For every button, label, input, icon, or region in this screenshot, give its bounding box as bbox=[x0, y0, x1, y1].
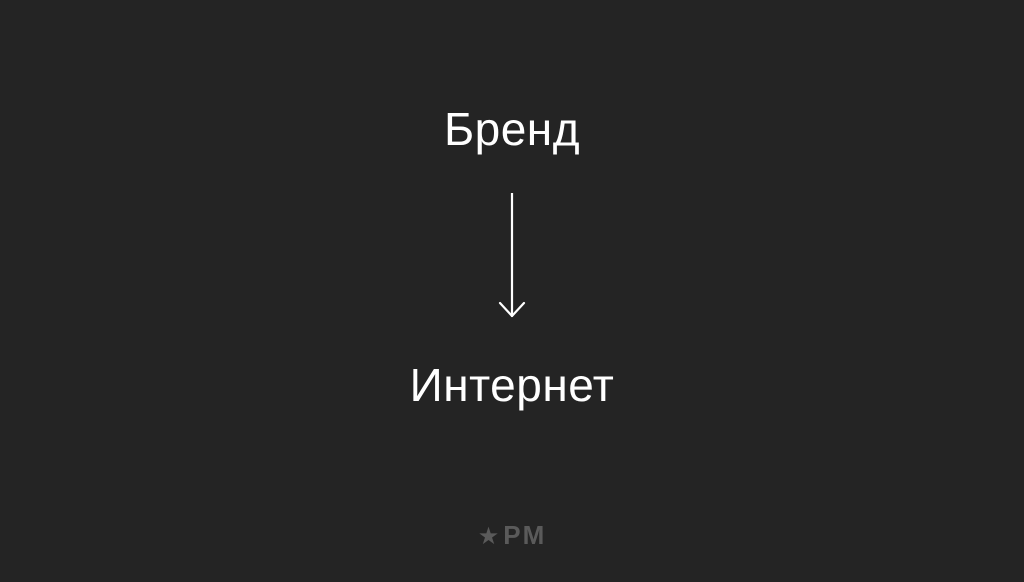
logo-text: PM bbox=[503, 520, 547, 550]
star-icon: ★ bbox=[477, 523, 502, 550]
bottom-term: Интернет bbox=[409, 359, 615, 411]
arrow-down-icon bbox=[498, 193, 526, 318]
logo: ★PM bbox=[0, 520, 1024, 552]
top-term: Бренд bbox=[443, 103, 581, 155]
